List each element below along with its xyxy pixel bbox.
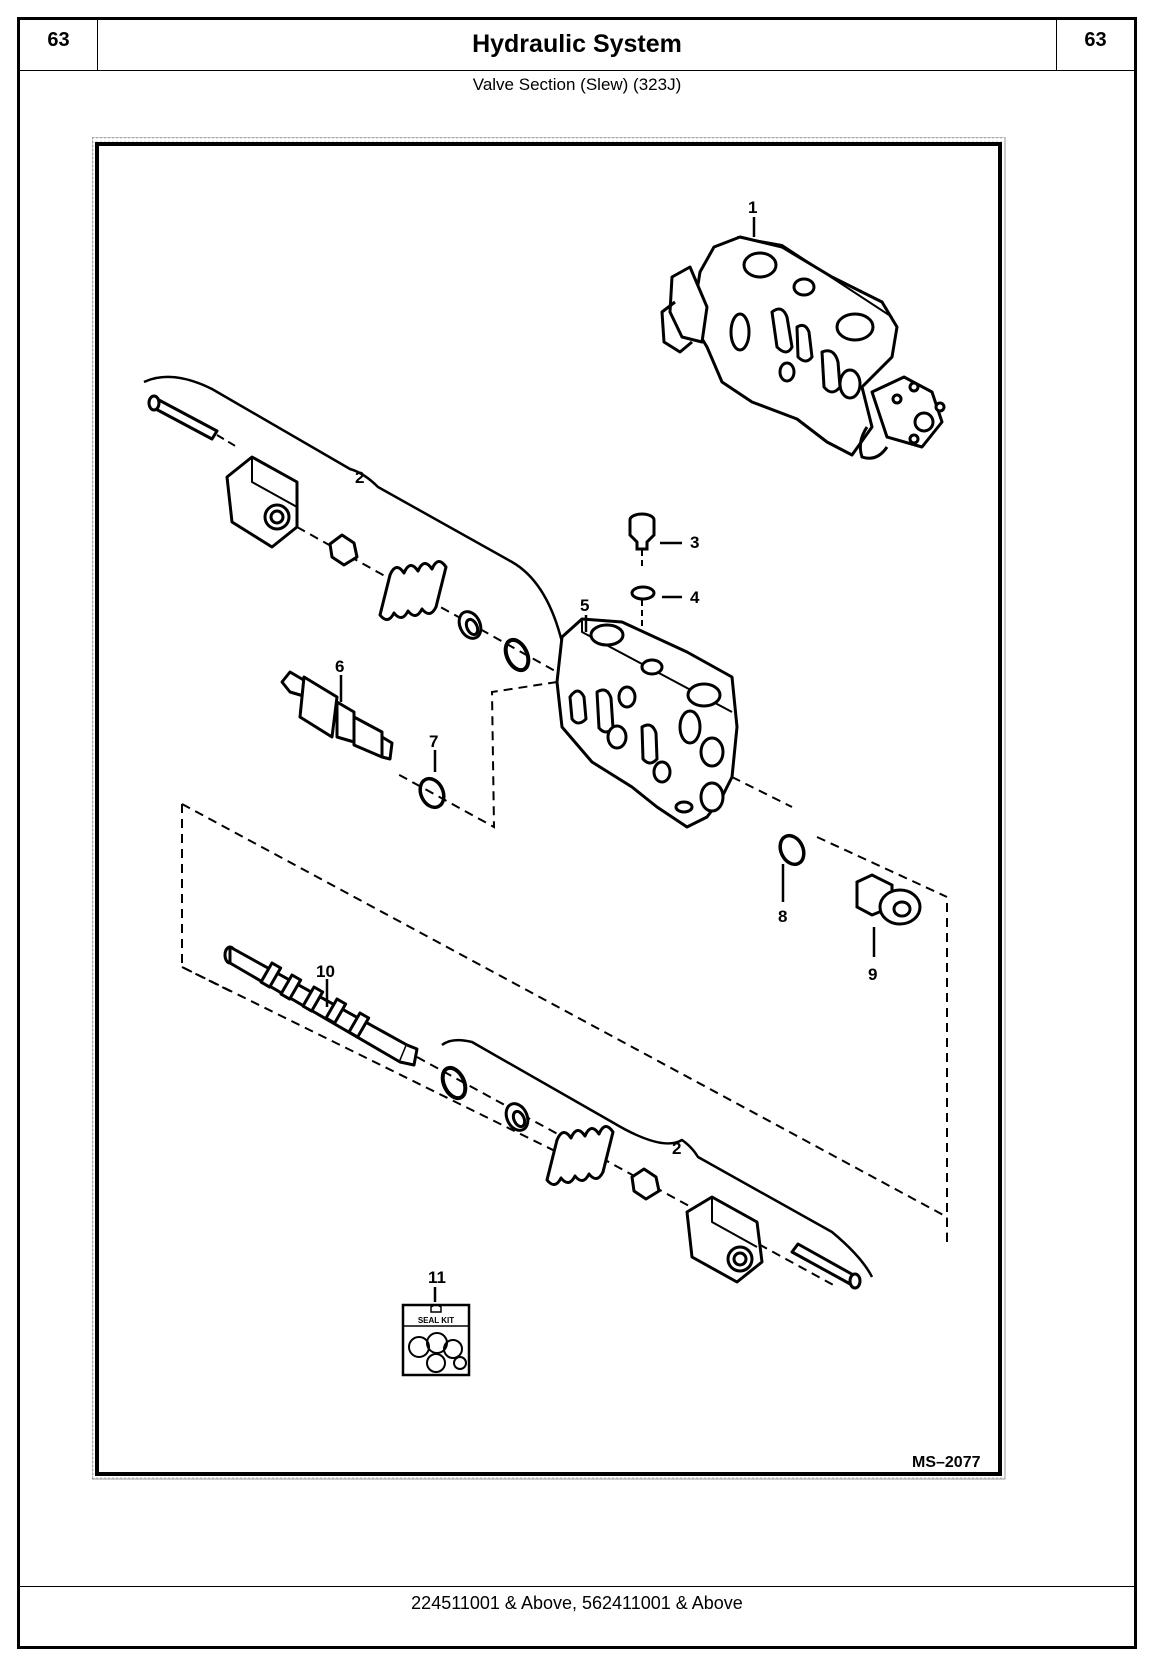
callout-11: 11 bbox=[428, 1268, 446, 1287]
callout-labels: 1 2 3 4 5 6 7 8 9 10 2 11 bbox=[316, 198, 877, 1287]
part-7-o-ring bbox=[418, 776, 446, 810]
part-10-spool bbox=[223, 945, 419, 1067]
serial-range-footer: 224511001 & Above, 562411001 & Above bbox=[411, 1593, 743, 1613]
part-2-upper-spring-kit bbox=[143, 375, 564, 673]
callout-9: 9 bbox=[868, 965, 877, 984]
part-11-seal-kit: SEAL KIT bbox=[401, 1303, 471, 1377]
header: 63 Hydraulic System 63 bbox=[20, 20, 1134, 71]
callout-5: 5 bbox=[580, 596, 589, 615]
exploded-parts-diagram: SEAL KIT 1 2 3 4 5 6 bbox=[92, 137, 1006, 1480]
part-2-lower-spring-kit bbox=[416, 1038, 874, 1290]
callout-1: 1 bbox=[748, 198, 757, 217]
callout-8: 8 bbox=[778, 907, 787, 926]
callout-7: 7 bbox=[429, 732, 438, 751]
page-number-left: 63 bbox=[20, 20, 98, 70]
page-frame: 63 Hydraulic System 63 Valve Section (Sl… bbox=[17, 17, 1137, 1649]
drawing-id: MS–2077 bbox=[912, 1454, 981, 1471]
assembly-leader-lines bbox=[181, 681, 948, 1242]
part-3-plug bbox=[628, 512, 656, 569]
callout-2-lower: 2 bbox=[672, 1139, 681, 1158]
page-title: Hydraulic System bbox=[472, 30, 682, 58]
part-5-valve-body bbox=[555, 617, 739, 829]
part-9-plug bbox=[855, 873, 922, 926]
callout-3: 3 bbox=[690, 533, 699, 552]
section-subtitle: Valve Section (Slew) (323J) bbox=[472, 75, 682, 94]
part-1-valve-assembly bbox=[660, 235, 946, 460]
callout-10: 10 bbox=[316, 962, 335, 981]
callout-2-upper: 2 bbox=[355, 468, 364, 487]
footer-divider bbox=[20, 1586, 1134, 1587]
part-8-o-ring bbox=[778, 833, 806, 867]
seal-kit-label: SEAL KIT bbox=[418, 1316, 454, 1325]
page-number-right: 63 bbox=[1056, 20, 1134, 70]
part-6-relief-valve bbox=[280, 670, 394, 761]
callout-6: 6 bbox=[335, 657, 344, 676]
part-4-o-ring bbox=[630, 585, 656, 647]
callout-4: 4 bbox=[690, 588, 700, 607]
callout-leaders bbox=[325, 217, 876, 1302]
